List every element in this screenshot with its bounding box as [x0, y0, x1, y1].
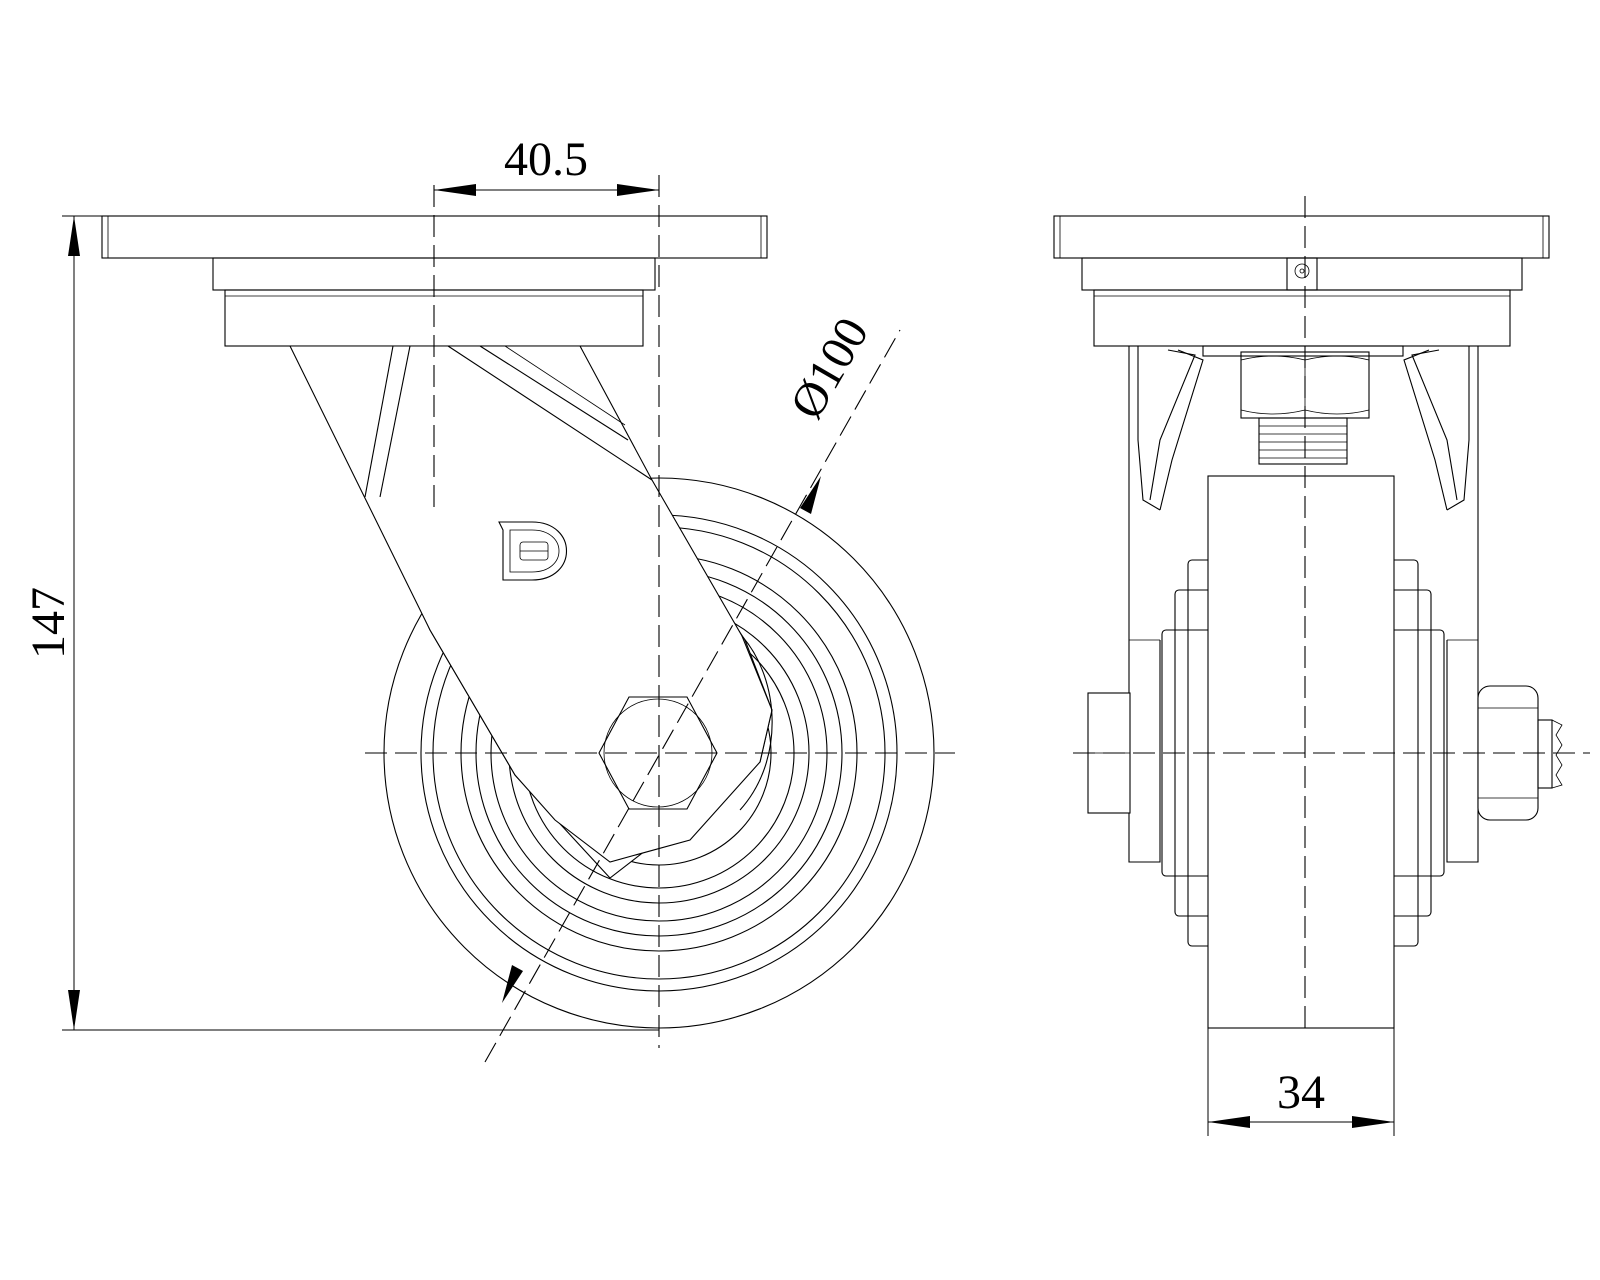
fork-legs — [1128, 345, 1479, 863]
center-line-diagonal — [484, 329, 901, 1063]
brand-logo — [498, 521, 567, 581]
dimension-diameter-label: Ø100 — [780, 309, 879, 428]
side-view: 40.5 147 Ø100 — [22, 133, 955, 1063]
wheel-front — [1161, 475, 1445, 1029]
top-plate-front — [1053, 215, 1550, 347]
dimension-offset: 40.5 — [434, 133, 659, 196]
dimension-offset-label: 40.5 — [504, 133, 588, 186]
dimension-width: 34 — [1207, 1028, 1395, 1136]
dimension-height: 147 — [22, 215, 659, 1031]
dimension-height-label: 147 — [22, 587, 75, 659]
axle-nut-right — [1477, 685, 1563, 821]
front-view: 34 — [1053, 196, 1590, 1136]
fork-arm — [289, 345, 773, 879]
dimension-width-label: 34 — [1277, 1066, 1325, 1119]
